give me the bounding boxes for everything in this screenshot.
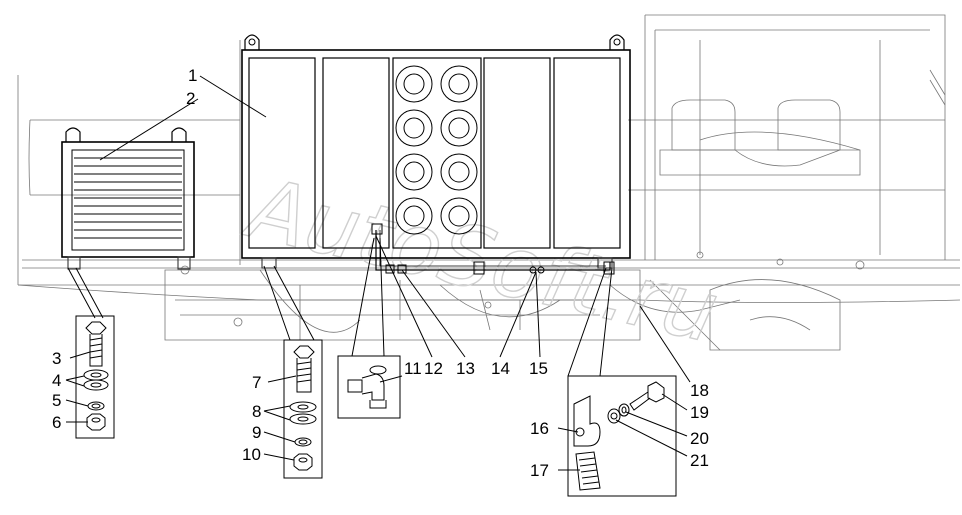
leader-lines [65, 75, 691, 471]
elbow-fitting-detail [337, 237, 401, 419]
callout-21: 21 [690, 451, 709, 470]
callout-11: 11 [404, 359, 422, 378]
callout-5: 5 [52, 391, 61, 410]
hardware-detail-left [67, 267, 115, 439]
hardware-detail-middle [263, 265, 323, 479]
callout-2: 2 [186, 89, 195, 108]
callout-12: 12 [424, 359, 443, 378]
callout-3: 3 [52, 349, 61, 368]
callout-10: 10 [242, 445, 261, 464]
callout-9: 9 [252, 423, 261, 442]
callout-16: 16 [530, 419, 549, 438]
callout-15: 15 [529, 359, 548, 378]
callout-7: 7 [252, 373, 261, 392]
callout-1: 1 [188, 66, 197, 85]
vehicle-chassis-outline [17, 14, 961, 351]
callout-labels: 1 2 3 4 5 6 7 8 9 10 11 12 13 14 15 16 1… [52, 66, 709, 480]
callout-20: 20 [690, 429, 709, 448]
callout-14: 14 [491, 359, 510, 378]
callout-4: 4 [52, 371, 61, 390]
callout-8: 8 [252, 402, 261, 421]
callout-19: 19 [690, 403, 709, 422]
callout-18: 18 [690, 381, 709, 400]
callout-17: 17 [530, 461, 549, 480]
callout-13: 13 [456, 359, 475, 378]
callout-6: 6 [52, 413, 61, 432]
radiator-panel [61, 127, 195, 270]
clamp-detail [567, 267, 677, 497]
filter-elements [395, 65, 478, 235]
filter-housing-assembly [241, 34, 631, 269]
